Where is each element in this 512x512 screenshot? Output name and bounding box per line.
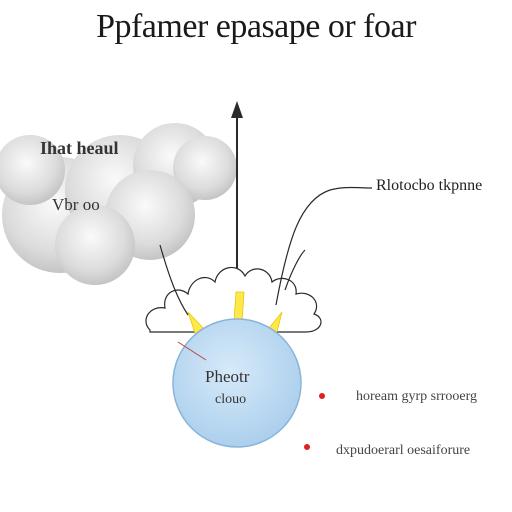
cloud-label-top: Ihat heaul [40, 138, 119, 158]
note-bullet-1 [319, 393, 325, 399]
sphere [172, 318, 302, 448]
storm-cloud [0, 123, 237, 285]
connector-line-right [284, 249, 306, 291]
sphere-pointer [177, 341, 207, 361]
note-bullet-2 [304, 444, 310, 450]
note-text-2: dxpudoerarl oesaiforure [336, 443, 471, 458]
diagram-title: Ppfamer epasape or foar [96, 8, 416, 45]
cloud-label-mid: Vbr oo [52, 195, 100, 214]
connector-line-left [159, 244, 189, 316]
sphere-label-line2: clouo [215, 392, 247, 407]
note-text-1: hoream gyrp srrooerg [356, 389, 478, 404]
callout-line [275, 186, 373, 306]
sphere-label-line1: Pheotr [205, 367, 250, 386]
callout-label: Rlotocbo tkpnne [376, 177, 483, 194]
